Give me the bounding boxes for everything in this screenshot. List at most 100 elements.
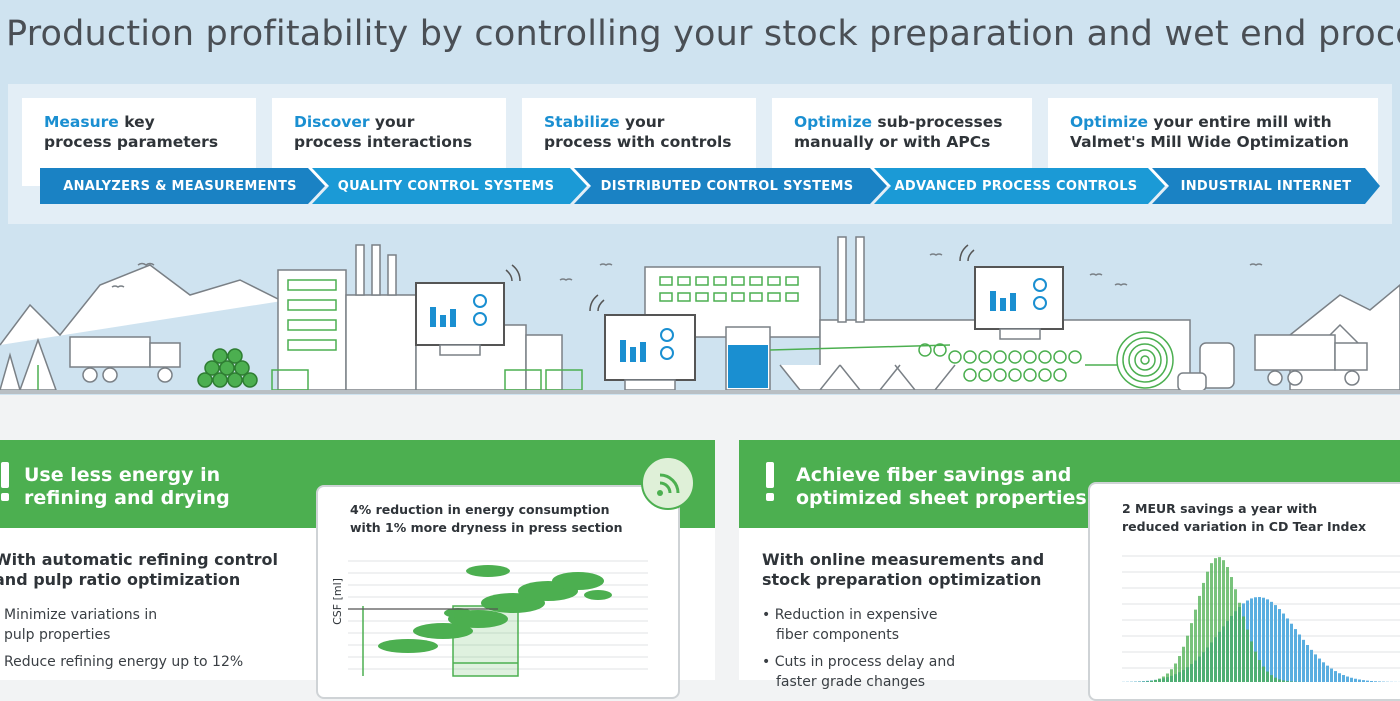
histogram-bar-green bbox=[1190, 623, 1193, 682]
ground-line bbox=[0, 390, 1400, 394]
bullet-text: • Cuts in process delay and bbox=[762, 654, 955, 670]
energy-scatter-plot bbox=[348, 551, 648, 681]
chart-title-line1: 4% reduction in energy consumption bbox=[350, 502, 610, 517]
chevron-distributed-control[interactable]: DISTRIBUTED CONTROL SYSTEMS bbox=[574, 168, 880, 204]
histogram-bar-blue bbox=[1294, 629, 1297, 682]
histogram-bar-green bbox=[1258, 660, 1261, 682]
histogram-bar-blue bbox=[1318, 659, 1321, 682]
bullet-text: faster grade changes bbox=[762, 674, 925, 690]
tear-index-histogram bbox=[1122, 546, 1400, 682]
histogram-bar-green bbox=[1210, 563, 1213, 682]
histogram-bar-green bbox=[1154, 680, 1157, 682]
chart-title-line2: reduced variation in CD Tear Index bbox=[1122, 519, 1366, 534]
histogram-bar-green bbox=[1266, 672, 1269, 682]
chart-title-line2: with 1% more dryness in press section bbox=[350, 520, 623, 535]
histogram-bar-green bbox=[1170, 669, 1173, 682]
histogram-bar-green bbox=[1282, 680, 1285, 682]
histogram-bar-blue bbox=[1314, 654, 1317, 682]
histogram-bar-green bbox=[1290, 681, 1293, 682]
exclamation-icon bbox=[763, 462, 777, 502]
histogram-bar-blue bbox=[1286, 618, 1289, 682]
histogram-bar-green bbox=[1198, 596, 1201, 682]
step-text: your bbox=[370, 113, 415, 131]
fiber-subheading-line1: With online measurements and bbox=[762, 550, 1044, 569]
bullet-text: • Reduction in expensive bbox=[762, 607, 937, 623]
histogram-bar-blue bbox=[1374, 681, 1377, 682]
histogram-bar-green bbox=[1250, 641, 1253, 682]
histogram-bar-blue bbox=[1270, 602, 1273, 682]
histogram-bar-blue bbox=[1298, 635, 1301, 682]
energy-bullet-1: Minimize variations in pulp properties bbox=[4, 605, 157, 645]
step-text: your bbox=[620, 113, 665, 131]
fiber-bullet-2: • Cuts in process delay and faster grade… bbox=[762, 652, 955, 692]
histogram-bar-blue bbox=[1290, 624, 1293, 682]
step-text: your entire mill with bbox=[1148, 113, 1332, 131]
histogram-bar-blue bbox=[1282, 614, 1285, 682]
histogram-bar-blue bbox=[1354, 679, 1357, 682]
histogram-bar-green bbox=[1186, 636, 1189, 682]
step-text-line2: process parameters bbox=[44, 133, 218, 151]
energy-bullet-2: Reduce refining energy up to 12% bbox=[4, 652, 243, 672]
energy-heading-line2: refining and drying bbox=[24, 487, 230, 509]
histogram-bar-green bbox=[1270, 675, 1273, 682]
step-highlight: Discover bbox=[294, 113, 370, 131]
exclamation-icon bbox=[0, 462, 12, 502]
histogram-bar-green bbox=[1246, 630, 1249, 682]
fiber-chart-box: 2 MEUR savings a year with reduced varia… bbox=[1088, 482, 1400, 701]
chevron-analyzers[interactable]: ANALYZERS & MEASUREMENTS bbox=[40, 168, 320, 204]
histogram-bar-green bbox=[1230, 577, 1233, 682]
histogram-bar-green bbox=[1202, 583, 1205, 682]
histogram-bar-green bbox=[1206, 572, 1209, 682]
histogram-bar-blue bbox=[1266, 599, 1269, 682]
chevron-quality-control[interactable]: QUALITY CONTROL SYSTEMS bbox=[312, 168, 580, 204]
step-text-line2: manually or with APCs bbox=[794, 133, 990, 151]
histogram-bar-green bbox=[1234, 589, 1237, 682]
step-text: sub-processes bbox=[872, 113, 1002, 131]
histogram-bar-blue bbox=[1346, 677, 1349, 682]
step-highlight: Stabilize bbox=[544, 113, 620, 131]
bullet-text: fiber components bbox=[762, 627, 899, 643]
step-text-line2: process interactions bbox=[294, 133, 472, 151]
energy-chart-title: 4% reduction in energy consumption with … bbox=[350, 501, 623, 537]
mill-illustration bbox=[0, 225, 1400, 395]
histogram-bar-green bbox=[1182, 647, 1185, 682]
histogram-bar-blue bbox=[1278, 609, 1281, 682]
fiber-heading-line2: optimized sheet properties bbox=[796, 487, 1087, 509]
step-text: key bbox=[119, 113, 155, 131]
fiber-heading-line1: Achieve fiber savings and bbox=[796, 464, 1071, 486]
histogram-bar-blue bbox=[1342, 675, 1345, 682]
histogram-bar-green bbox=[1222, 560, 1225, 682]
histogram-bar-blue bbox=[1310, 650, 1313, 682]
histogram-bar-blue bbox=[1322, 662, 1325, 682]
histogram-bar-green bbox=[1178, 656, 1181, 682]
chevron-industrial-internet[interactable]: INDUSTRIAL INTERNET bbox=[1152, 168, 1380, 204]
histogram-bar-blue bbox=[1306, 645, 1309, 682]
histogram-bar-blue bbox=[1274, 605, 1277, 682]
step-highlight: Optimize bbox=[1070, 113, 1148, 131]
histogram-bar-green bbox=[1166, 673, 1169, 682]
histogram-bar-blue bbox=[1302, 640, 1305, 682]
histogram-bar-green bbox=[1150, 681, 1153, 682]
chevron-advanced-process[interactable]: ADVANCED PROCESS CONTROLS bbox=[874, 168, 1158, 204]
histogram-bar-green bbox=[1226, 567, 1229, 682]
histogram-bar-blue bbox=[1362, 680, 1365, 682]
chart-title-line1: 2 MEUR savings a year with bbox=[1122, 501, 1317, 516]
energy-subheading-line1: With automatic refining control bbox=[0, 550, 278, 569]
histogram-bar-green bbox=[1218, 557, 1221, 682]
histogram-bar-blue bbox=[1334, 671, 1337, 682]
histogram-bar-blue bbox=[1366, 681, 1369, 682]
energy-chart-box: 4% reduction in energy consumption with … bbox=[316, 485, 680, 699]
bullet-text: Minimize variations in bbox=[4, 607, 157, 623]
fiber-subheading: With online measurements and stock prepa… bbox=[762, 550, 1044, 590]
step-text-line2: process with controls bbox=[544, 133, 732, 151]
histogram-bar-blue bbox=[1338, 673, 1341, 682]
histogram-bar-green bbox=[1162, 677, 1165, 682]
step-highlight: Measure bbox=[44, 113, 119, 131]
step-highlight: Optimize bbox=[794, 113, 872, 131]
fiber-bullet-1: • Reduction in expensive fiber component… bbox=[762, 605, 937, 645]
bullet-text: pulp properties bbox=[4, 627, 110, 643]
histogram-bar-blue bbox=[1378, 681, 1381, 682]
histogram-bar-green bbox=[1174, 663, 1177, 682]
histogram-bar-green bbox=[1286, 681, 1289, 682]
histogram-bar-green bbox=[1242, 616, 1245, 682]
